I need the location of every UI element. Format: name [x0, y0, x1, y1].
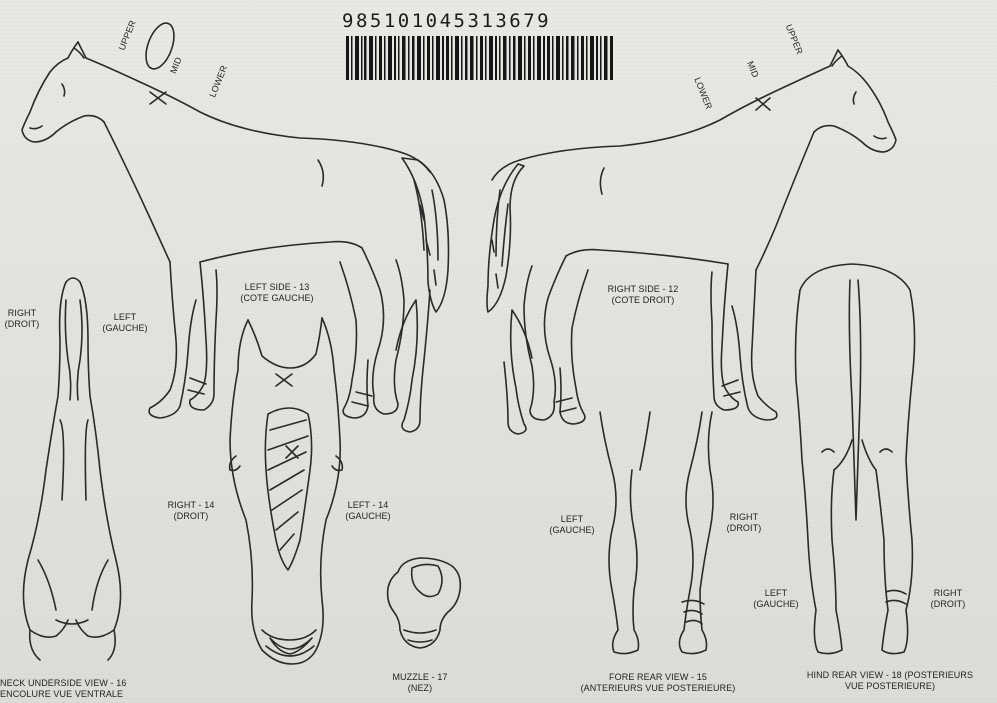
right-side-label: RIGHT SIDE - 12 (COTE DROIT)	[588, 284, 698, 306]
muzzle-dark-patch	[412, 564, 442, 596]
left-side-horse	[22, 19, 449, 432]
head-right-label: RIGHT - 14 (DROIT)	[158, 500, 224, 522]
neck-underside-view	[23, 278, 120, 660]
hind-caption: HIND REAR VIEW - 18 (POSTERIEURS VUE POS…	[792, 670, 988, 692]
head-front-view	[230, 318, 343, 664]
head-left-label: LEFT - 14 (GAUCHE)	[336, 500, 400, 522]
hind-right-label: RIGHT (DROIT)	[920, 588, 976, 610]
fore-right-label: RIGHT (DROIT)	[716, 512, 772, 534]
fore-left-label: LEFT (GAUCHE)	[542, 514, 602, 536]
hind-left-label: LEFT (GAUCHE)	[746, 588, 806, 610]
muzzle-caption: MUZZLE - 17 (NEZ)	[380, 672, 460, 694]
right-side-horse	[487, 50, 896, 434]
fore-rear-view	[600, 412, 713, 654]
neck-right-label: RIGHT (DROIT)	[0, 308, 44, 330]
neck-caption: NECK UNDERSIDE VIEW - 16 ENCOLURE VUE VE…	[0, 678, 168, 700]
neck-left-label: LEFT (GAUCHE)	[98, 312, 152, 334]
fore-caption: FORE REAR VIEW - 15 (ANTERIEURS VUE POST…	[560, 672, 756, 694]
hind-rear-view	[796, 264, 915, 654]
left-side-label: LEFT SIDE - 13 (COTE GAUCHE)	[222, 282, 332, 304]
muzzle-view	[388, 558, 461, 648]
